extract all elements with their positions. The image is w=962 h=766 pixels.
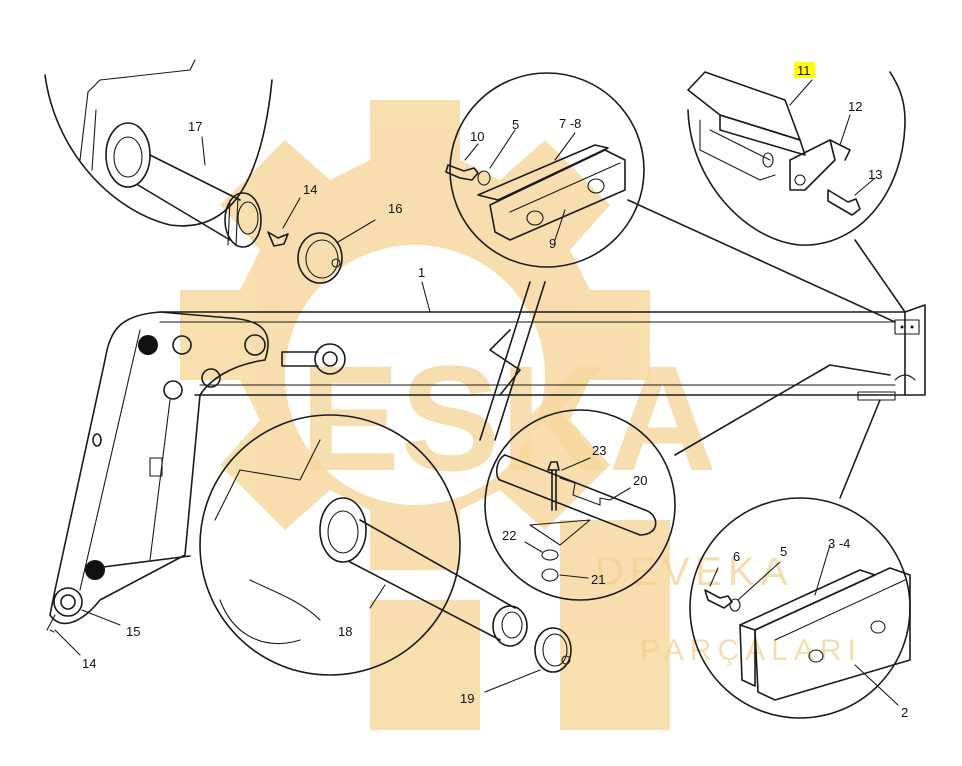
pivot-lower	[85, 560, 105, 580]
callout-15: 15	[126, 624, 140, 639]
pin-15	[53, 587, 83, 617]
callout-14-upper: 14	[303, 182, 317, 197]
callout-3-4: 3 -4	[828, 536, 850, 551]
detail-bracket-11	[687, 71, 906, 313]
watermark-subline-1: DEVEKA	[595, 550, 793, 594]
callout-16: 16	[388, 201, 402, 216]
callout-5-upper: 5	[512, 117, 519, 132]
detail-tube-20	[484, 364, 891, 601]
callout-14-lower: 14	[82, 656, 96, 671]
callout-2: 2	[901, 705, 908, 720]
detail-wear-pad-2	[689, 399, 911, 719]
callout-10: 10	[470, 129, 484, 144]
callout-7-8: 7 -8	[559, 116, 581, 131]
detail-pin-18	[102, 414, 572, 693]
break-line	[479, 281, 531, 441]
callout-labels: 1 2 3 -4 5 5 6 7 -8 9 10 11 12 13 14 14 …	[54, 62, 908, 720]
callout-18: 18	[338, 624, 352, 639]
detail-wear-pad-9	[445, 72, 896, 323]
detail-pin-17	[44, 59, 376, 284]
side-arm	[49, 311, 269, 625]
highlight-11	[794, 62, 815, 78]
callout-5-lower: 5	[780, 544, 787, 559]
callout-19: 19	[460, 691, 474, 706]
callout-9: 9	[549, 236, 556, 251]
callout-17: 17	[188, 119, 202, 134]
boom-beam	[159, 311, 906, 396]
callout-12: 12	[848, 99, 862, 114]
callout-23: 23	[592, 443, 606, 458]
callout-21: 21	[591, 572, 605, 587]
callout-1: 1	[418, 265, 425, 280]
callout-11: 11	[797, 63, 811, 78]
callout-20: 20	[633, 473, 647, 488]
callout-13: 13	[868, 167, 882, 182]
boom-assembly	[46, 281, 926, 633]
slot	[281, 351, 319, 367]
pivot-upper	[138, 335, 158, 355]
callout-22: 22	[502, 528, 516, 543]
watermark-subline-2: PARÇALARI	[640, 634, 862, 667]
callout-6: 6	[733, 549, 740, 564]
watermark-brand: ESKA	[300, 334, 717, 502]
